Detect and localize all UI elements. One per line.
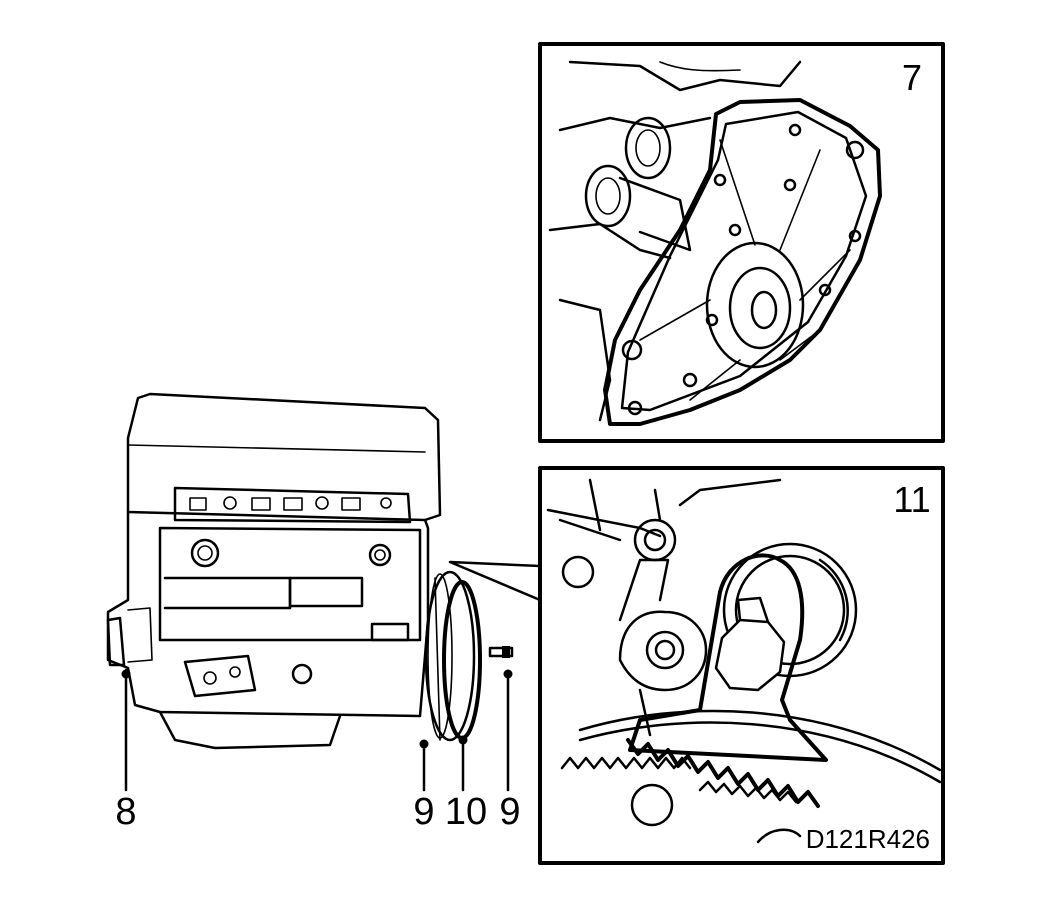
callout-leaders — [124, 668, 510, 792]
flywheel-lock-tool — [628, 553, 828, 762]
detail-7-number: 7 — [902, 57, 922, 98]
callout-9-left: 9 — [413, 791, 434, 833]
crank-cover-plate — [603, 98, 882, 426]
lock-bolt — [714, 618, 786, 692]
flywheel — [424, 570, 482, 742]
ring-gear-teeth — [626, 738, 820, 808]
callout-9-right: 9 — [499, 791, 520, 833]
detail-11-number: 11 — [893, 479, 930, 520]
detail-11-panel — [538, 466, 945, 865]
left-side-component — [106, 616, 126, 667]
callout-leader-dots — [121, 669, 513, 749]
detail-7-panel — [538, 42, 945, 443]
engine-block — [106, 392, 442, 750]
figure-id: D121R426 — [806, 824, 930, 854]
sensor-bracket — [183, 654, 257, 698]
flywheel-bolt — [488, 646, 514, 658]
callout-10: 10 — [445, 791, 487, 833]
oil-filter-boss — [190, 538, 220, 568]
block-body — [106, 510, 430, 718]
cylinder-head-ports — [173, 486, 412, 524]
callout-8: 8 — [115, 791, 136, 833]
